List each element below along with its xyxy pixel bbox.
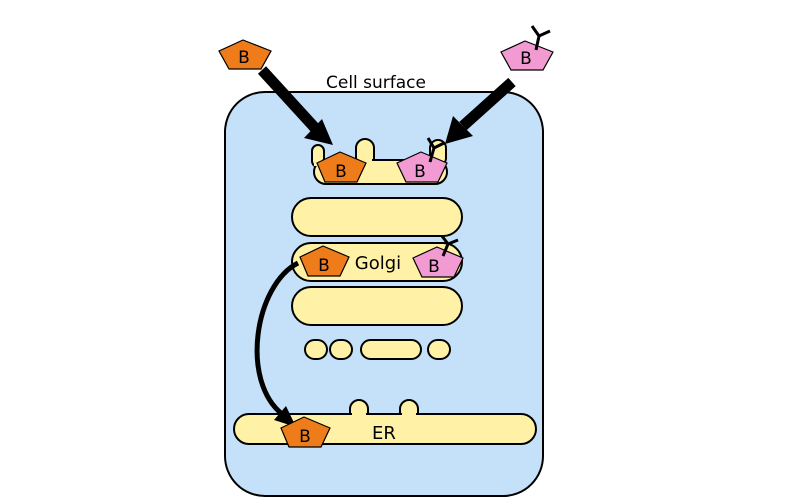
- uptake-arrow-orange: [257, 66, 320, 132]
- b-protein-orange-outside: B: [218, 39, 272, 70]
- vesicle: [329, 339, 353, 360]
- glycan-tag-icon: [440, 235, 459, 257]
- er-label: ER: [372, 423, 396, 444]
- cell-surface-label: Cell surface: [326, 73, 426, 93]
- golgi-cisterna-2: [291, 197, 463, 237]
- vesicle: [360, 339, 422, 360]
- uptake-arrowhead-pink: [445, 116, 473, 144]
- b-protein-orange-surface: B: [316, 151, 367, 183]
- b-protein-orange-er: B: [280, 416, 331, 448]
- uptake-arrowhead-orange: [304, 119, 333, 145]
- glycan-tag-icon: [530, 25, 551, 51]
- golgi-label: Golgi: [355, 253, 401, 274]
- svg-text:B: B: [414, 162, 426, 182]
- svg-text:B: B: [299, 427, 311, 447]
- svg-text:B: B: [318, 256, 330, 276]
- b-protein-pink-surface: B: [396, 137, 448, 183]
- svg-text:B: B: [238, 48, 250, 68]
- uptake-arrow-pink: [459, 77, 516, 131]
- svg-text:B: B: [335, 162, 347, 182]
- b-protein-pink-outside: B: [500, 25, 554, 71]
- b-protein-orange-golgi: B: [299, 245, 350, 277]
- retrograde-arrowhead: [274, 406, 296, 427]
- vesicle: [427, 339, 451, 360]
- glycan-tag-icon: [426, 137, 445, 163]
- retrograde-arrow: [254, 260, 300, 416]
- vesicle: [304, 339, 328, 360]
- svg-text:B: B: [520, 49, 532, 69]
- golgi-cisterna-4: [291, 286, 463, 326]
- b-protein-pink-golgi: B: [412, 235, 464, 278]
- svg-text:B: B: [428, 257, 440, 277]
